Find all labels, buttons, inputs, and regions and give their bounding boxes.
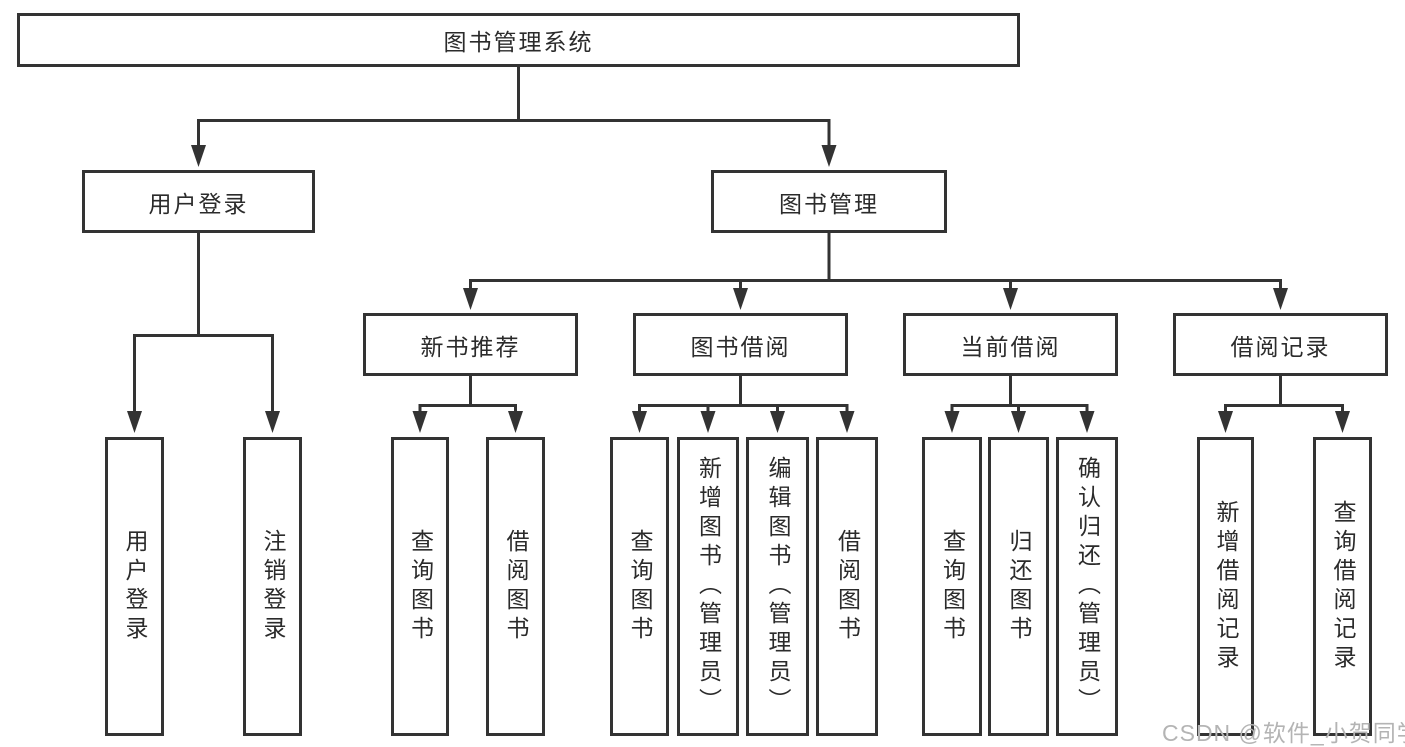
connector-borrow-records-split [1218,373,1350,433]
arrowhead [1335,411,1350,433]
arrowhead [265,411,280,433]
leaf-label: 查询借阅记录 [1330,499,1356,674]
arrowhead [1003,288,1018,310]
node-label: 新书推荐 [420,333,521,360]
leaf-current-confirm-return-admin: 确认归还（管理员） [1056,437,1118,736]
leaf-recommend-query-books: 查询图书 [391,437,449,736]
node-current-borrow: 当前借阅 [903,313,1118,376]
arrowhead [632,411,647,433]
leaf-borrow-query-books: 查询图书 [610,437,669,736]
leaf-borrow-edit-books-admin: 编辑图书（管理员） [746,437,809,736]
leaf-label: 注销登录 [260,528,286,645]
leaf-borrow-borrow-books: 借阅图书 [816,437,878,736]
node-label: 借阅记录 [1230,333,1331,360]
leaf-user-login: 用户登录 [105,437,164,736]
leaf-label: 归还图书 [1006,528,1032,645]
node-label: 当前借阅 [960,333,1061,360]
arrowhead [821,145,837,167]
arrowhead [770,411,785,433]
arrowhead [839,411,855,433]
arrowhead [191,145,206,167]
leaf-label: 编辑图书（管理员） [765,456,791,717]
node-root-label: 图书管理系统 [443,29,594,55]
arrowhead [944,411,960,433]
arrowhead [508,411,523,433]
node-book-management: 图书管理 [711,170,947,233]
csdn-watermark: CSDN @软件_小贺同学 [1162,720,1405,746]
leaf-label: 新增借阅记录 [1213,499,1239,674]
leaf-label: 查询图书 [627,528,653,645]
leaf-current-return-books: 归还图书 [988,437,1049,736]
node-user-login: 用户登录 [82,170,315,233]
leaf-recommend-borrow-books: 借阅图书 [486,437,545,736]
node-root-system: 图书管理系统 [17,13,1020,67]
arrowhead [463,288,478,310]
connector-user-login-split [127,230,280,433]
leaf-current-query-books: 查询图书 [922,437,982,736]
leaf-label: 查询图书 [407,528,434,645]
connector-root-split [191,64,837,167]
node-label: 图书管理 [779,190,879,217]
connector-current-borrow-split [944,373,1095,433]
node-book-borrow: 图书借阅 [633,313,848,376]
leaf-logout: 注销登录 [243,437,302,736]
leaf-records-query-record: 查询借阅记录 [1313,437,1372,736]
connector-book-management-split [463,230,1288,310]
leaf-label: 借阅图书 [503,528,529,645]
leaf-records-add-record: 新增借阅记录 [1197,437,1254,736]
node-label: 用户登录 [148,190,249,217]
arrowhead [412,411,428,433]
leaf-label: 确认归还（管理员） [1074,456,1101,717]
leaf-label: 新增图书（管理员） [695,456,722,717]
connector-new-book-recommend-split [412,373,523,433]
arrowhead [1273,288,1288,310]
arrowhead [733,288,748,310]
arrowhead [127,411,142,433]
arrowhead [1218,411,1233,433]
arrowhead [1079,411,1095,433]
node-new-book-recommend: 新书推荐 [363,313,578,376]
arrowhead [1011,411,1026,433]
node-label: 图书借阅 [690,333,791,360]
leaf-borrow-add-books-admin: 新增图书（管理员） [677,437,739,736]
leaf-label: 用户登录 [122,528,148,645]
node-borrow-records: 借阅记录 [1173,313,1388,376]
connector-book-borrow-split [632,373,855,433]
leaf-label: 借阅图书 [834,528,861,645]
leaf-label: 查询图书 [939,528,966,645]
arrowhead [700,411,716,433]
